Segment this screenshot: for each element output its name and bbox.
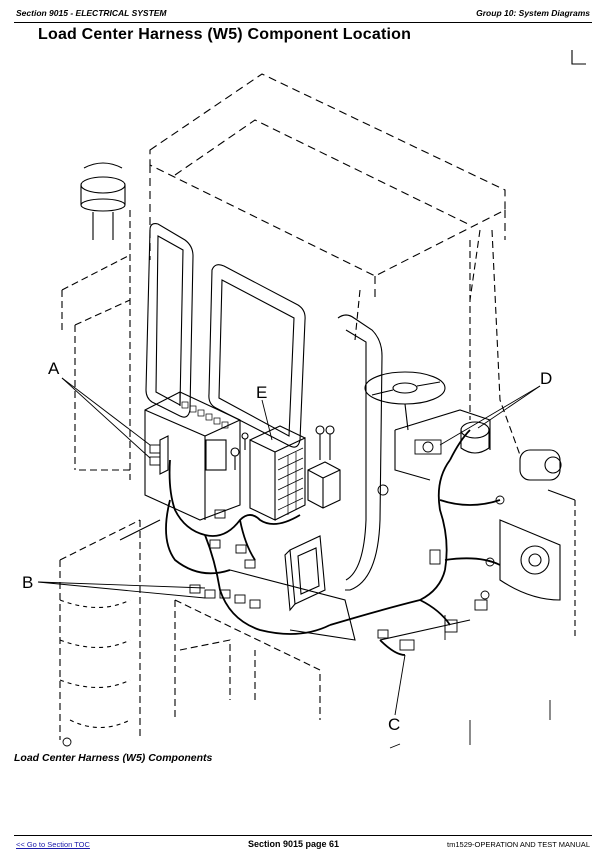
floor [119,519,471,641]
callout-a: A [48,359,60,378]
beacon [80,162,126,240]
left-body [59,254,321,740]
module [284,535,326,612]
group-label: Group 10: System Diagrams [476,8,590,18]
manual-id: tm1529-OPERATION AND TEST MANUAL [447,840,590,849]
relay [307,425,341,509]
toc-link[interactable]: << Go to Section TOC [16,840,90,849]
cab-roof [149,73,506,300]
callout-c: C [388,715,400,734]
callout-e: E [256,383,267,402]
page-number: Section 9015 page 61 [248,839,340,849]
harness [165,429,501,656]
cab-posts [129,210,521,480]
callout-b: B [22,573,33,592]
tire [59,599,131,728]
misc [62,615,551,749]
figure-caption: Load Center Harness (W5) Components [14,752,213,764]
page-title: Load Center Harness (W5) Component Locat… [38,26,412,43]
section-label: Section 9015 - ELECTRICAL SYSTEM [16,8,167,18]
callout-d: D [540,369,552,388]
leader-lines [37,377,541,716]
page-header: Section 9015 - ELECTRICAL SYSTEM Group 1… [14,8,592,23]
steering-wheel [364,371,446,431]
harness-diagram: A B C D E [22,50,586,749]
fuse-block-e [249,425,306,521]
connectors [149,439,505,651]
footer-divider [14,835,592,836]
load-center [144,391,249,521]
right-console [394,409,576,640]
